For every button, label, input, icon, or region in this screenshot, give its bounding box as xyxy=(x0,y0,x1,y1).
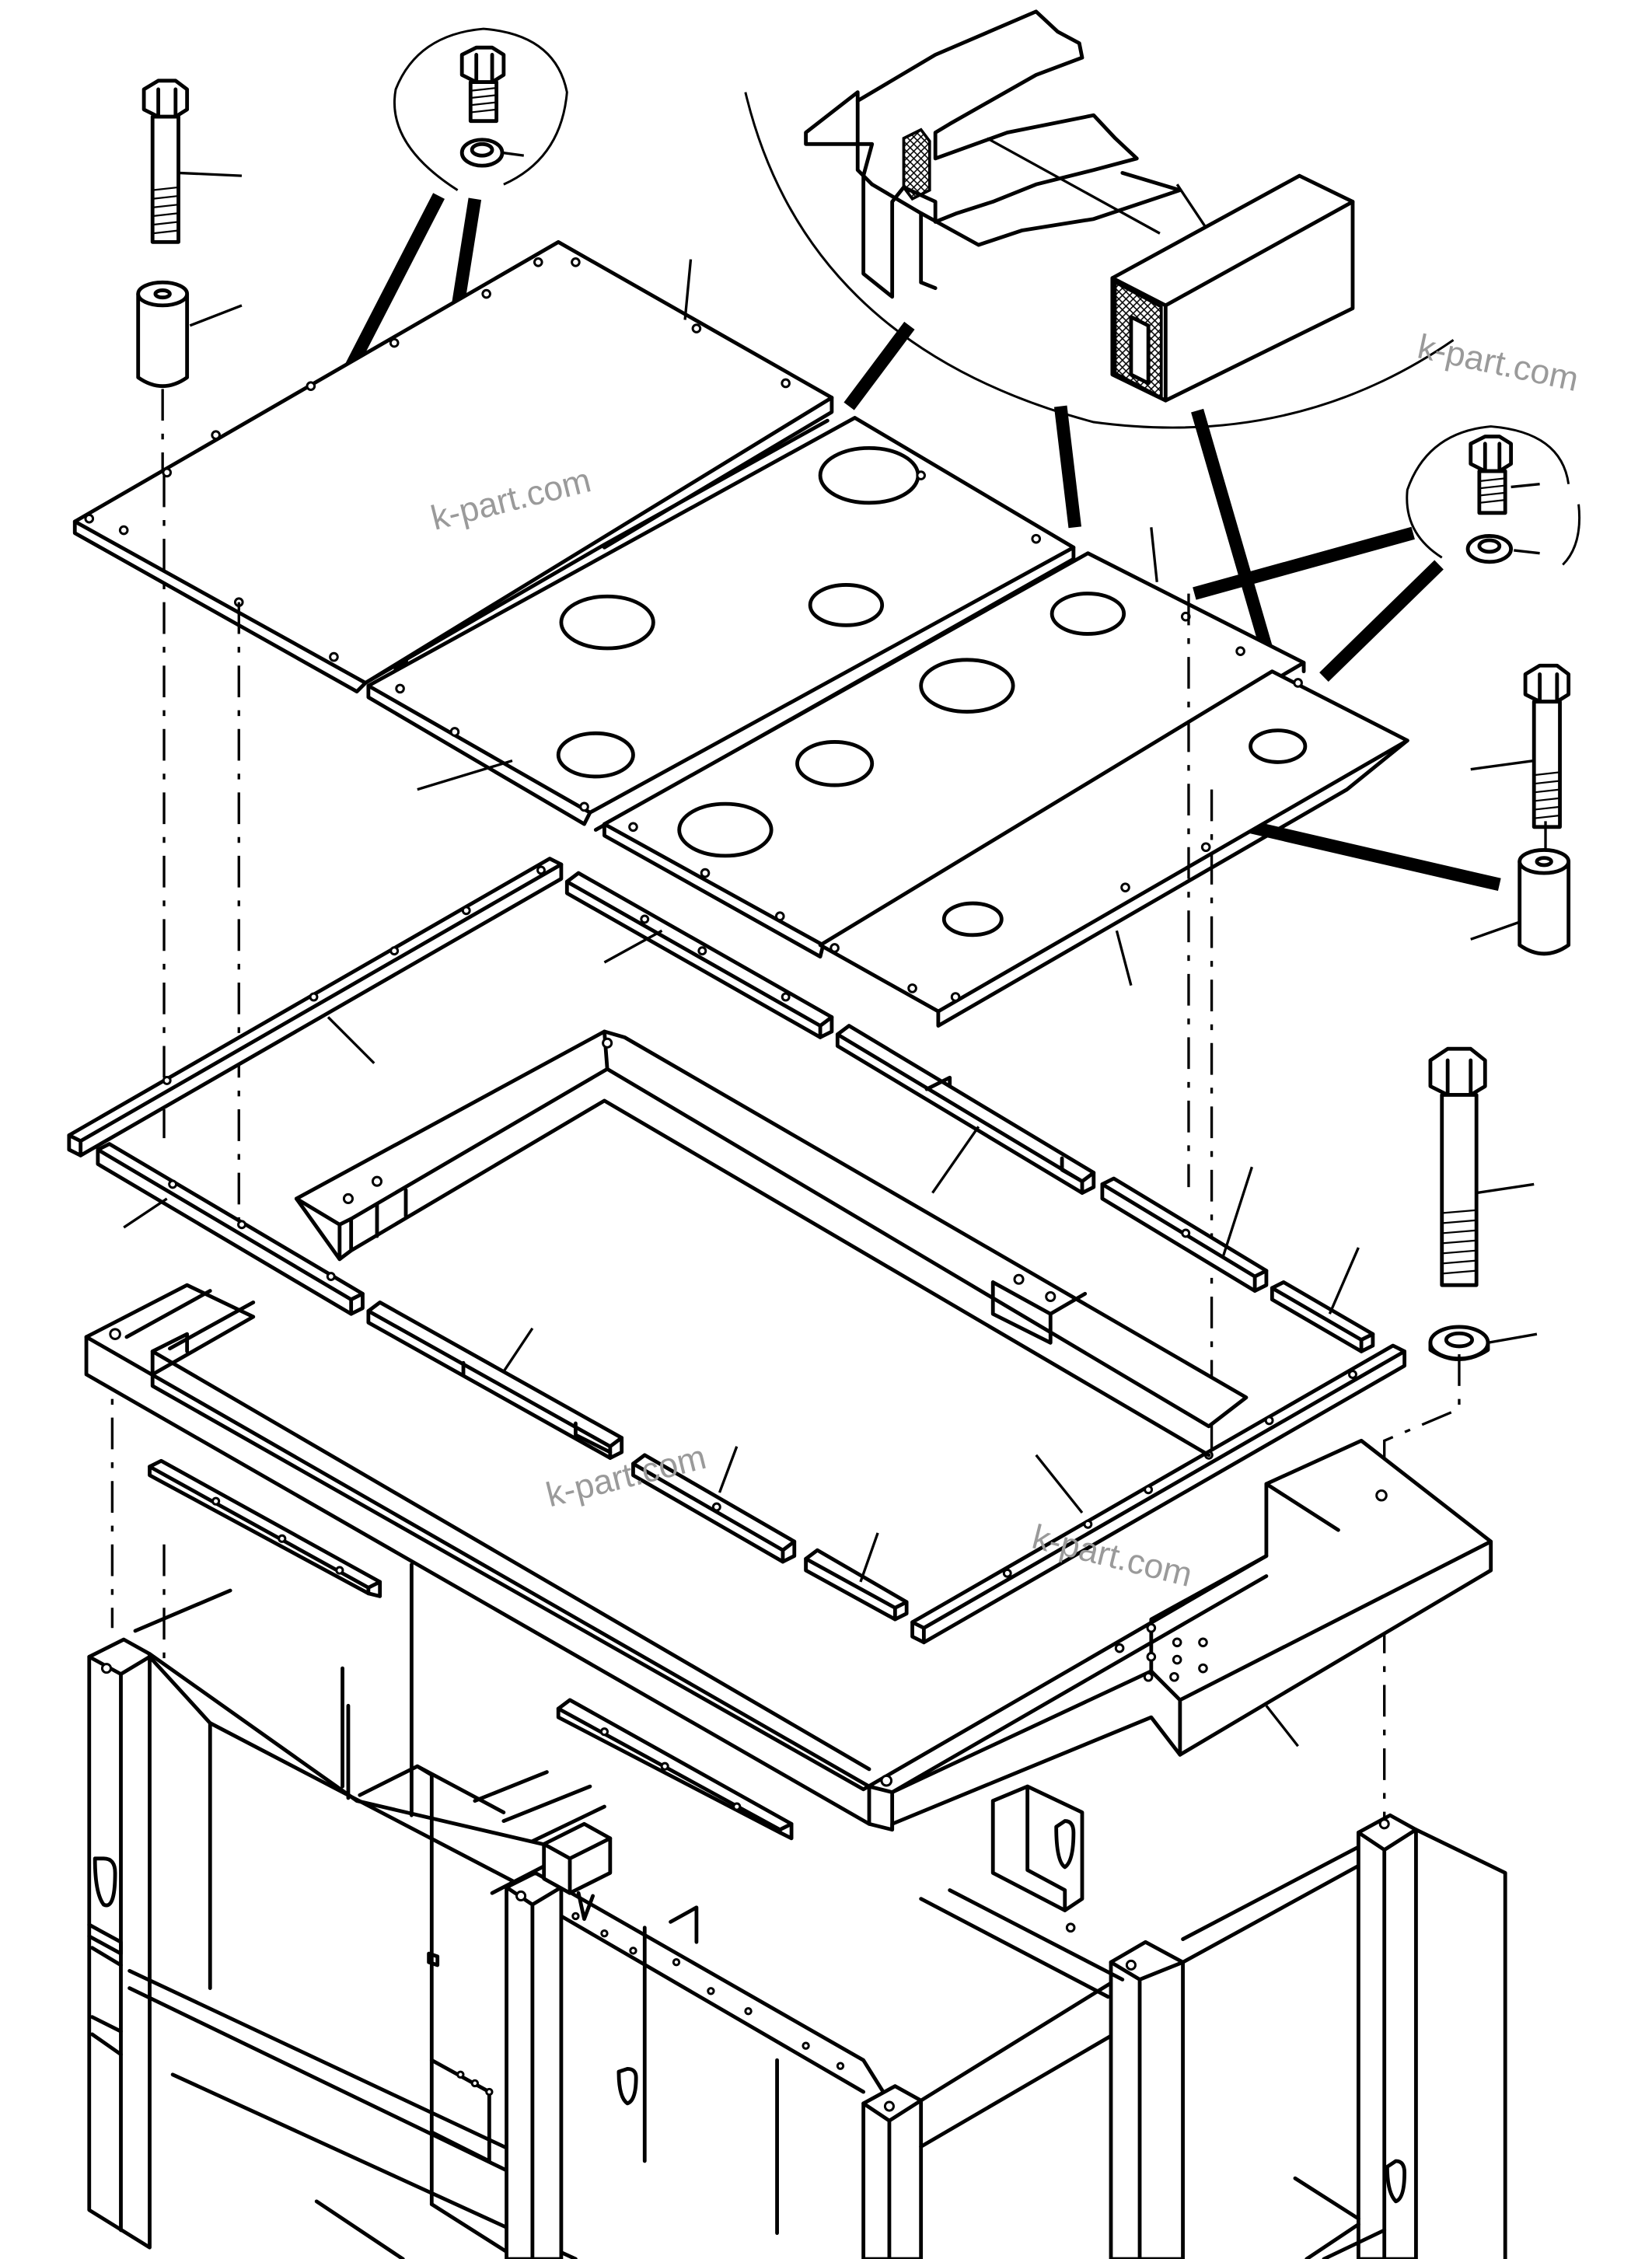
top-panel-right-lower xyxy=(818,669,1409,1028)
lower-body xyxy=(87,1562,1507,2259)
top-panel-middle xyxy=(366,416,1076,832)
detail-circle-bolt-left xyxy=(393,27,568,191)
bolt-top-left xyxy=(141,79,243,244)
watermark-text: k-part.com xyxy=(1414,327,1581,399)
detail-circle-seal xyxy=(744,9,1455,429)
bolt-right-large xyxy=(1428,1046,1538,1362)
strip-bars xyxy=(67,857,1407,1645)
detail-circle-bolt-right xyxy=(1406,425,1581,566)
base-frame xyxy=(84,1283,1493,1832)
bolt-right-middle xyxy=(1470,663,1571,829)
top-panel-left xyxy=(72,239,834,694)
spacer-top-left xyxy=(136,280,243,388)
spacer-right-middle xyxy=(1470,848,1571,956)
angle-brackets xyxy=(148,1458,794,1841)
inner-frame xyxy=(294,1029,1249,1458)
top-panel-right-upper xyxy=(602,527,1306,959)
